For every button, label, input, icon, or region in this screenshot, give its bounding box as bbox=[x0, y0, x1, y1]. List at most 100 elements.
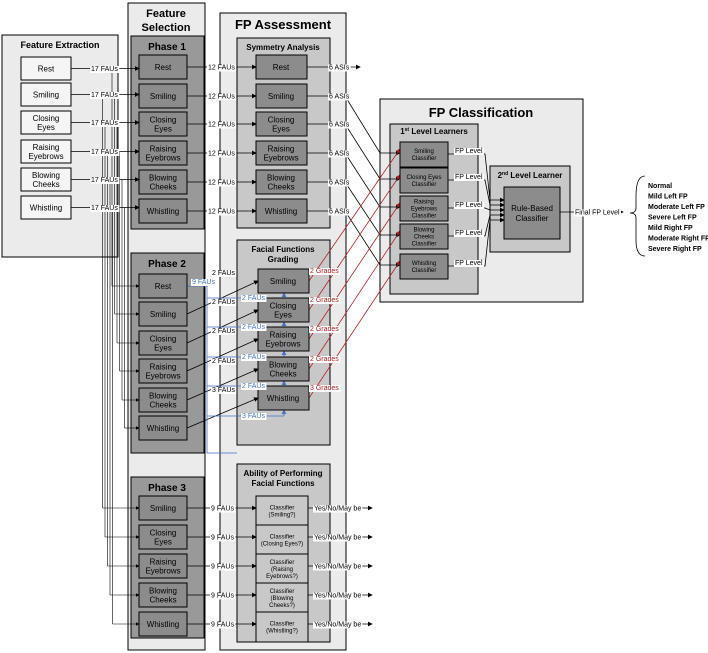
label-p1-sym-6: 12 FAUs bbox=[208, 209, 235, 216]
wire-grading-learner-2 bbox=[308, 174, 401, 311]
wire-grading-learner-5 bbox=[308, 260, 401, 399]
phase2-node-2-label-line-1: Smiling bbox=[150, 310, 176, 319]
phase1-node-2 bbox=[138, 83, 188, 109]
extraction-node-5-label-line-2: Cheeks bbox=[32, 180, 59, 189]
phase1-node-4 bbox=[138, 140, 188, 166]
label-p2-grading-4-bg bbox=[211, 358, 237, 365]
symmetry-analysis-title: Symmetry Analysis bbox=[246, 43, 320, 52]
fp-level-4: Severe Left FP bbox=[648, 215, 697, 222]
label-blue-3-bg bbox=[241, 354, 267, 361]
learner-node-1-label-line-1: Smiling bbox=[414, 149, 434, 155]
first-level-learners-title: 1st Level Learners bbox=[400, 127, 468, 136]
label-p2-grading-5: 3 FAUs bbox=[212, 387, 235, 394]
label-grading-4: 2 Grades bbox=[310, 356, 339, 363]
wire-p2-grading-3 bbox=[186, 338, 259, 372]
grading-node-4-label-line-2: Cheeks bbox=[269, 369, 296, 378]
phase2-node-4-label-line-1: Raising bbox=[150, 362, 177, 371]
phase3-node-3-label-line-2: Eyebrows bbox=[145, 566, 180, 575]
phase3-node-2-label-line-2: Eyes bbox=[154, 537, 172, 546]
learner-node-3-label-line-1: Raising bbox=[414, 200, 434, 206]
fp-levels-brace bbox=[629, 175, 646, 257]
label-grading-1-bg bbox=[309, 268, 341, 275]
learner-node-4 bbox=[399, 223, 449, 250]
phase3-node-4 bbox=[138, 582, 188, 608]
wire-p2-grading-5 bbox=[186, 397, 259, 429]
ability-node-3-label-line-3: Eyebrows?) bbox=[266, 574, 298, 580]
label-p2-grading-4: 2 FAUs bbox=[212, 358, 235, 365]
phase1-node-3-label-line-2: Eyes bbox=[154, 124, 172, 133]
phase1-node-1 bbox=[138, 54, 188, 80]
label-p3-ability-3-bg bbox=[210, 563, 236, 571]
symmetry-node-3-label-line-2: Eyes bbox=[272, 124, 290, 133]
symmetry-node-3-label-line-1: Closing bbox=[268, 115, 295, 124]
label-fp-level-3-bg bbox=[454, 202, 484, 209]
phase1-node-4-label-line-2: Eyebrows bbox=[145, 153, 180, 162]
phase1-node-4-label-line-1: Raising bbox=[150, 144, 177, 153]
label-ext-p1-6: 17 FAUs bbox=[91, 205, 118, 212]
grading-node-2-label-line-1: Closing bbox=[270, 301, 297, 310]
label-ability-out-2: Yes/No/May be bbox=[314, 535, 361, 542]
learner-node-1 bbox=[399, 141, 449, 168]
label-blue-1: 2 FAUs bbox=[242, 295, 265, 302]
label-p1-sym-6-bg bbox=[207, 208, 237, 216]
wire-grading-learner-1 bbox=[308, 148, 401, 282]
phase1-node-5-label-line-1: Blowing bbox=[149, 173, 177, 182]
label-sym-out-1: 6 ASIs bbox=[329, 65, 350, 72]
label-ext-p1-3-bg bbox=[90, 120, 120, 127]
phase2-node-6 bbox=[138, 415, 188, 441]
extraction-node-4 bbox=[20, 139, 72, 164]
label-blue-5: 3 FAUs bbox=[242, 413, 265, 420]
learner-node-4-label-line-2: Cheeks bbox=[414, 235, 434, 241]
label-p2-grading-3: 2 FAUs bbox=[212, 328, 235, 335]
fp-level-7: Severe Right FP bbox=[648, 246, 702, 253]
label-fp-level-5-bg bbox=[454, 260, 484, 267]
symmetry-node-4-label-line-2: Eyebrows bbox=[263, 153, 298, 162]
learner-node-2-label-line-2: Classifier bbox=[412, 182, 437, 188]
learner-node-3-label-line-3: Classifier bbox=[412, 214, 437, 220]
label-p1-sym-1: 12 FAUs bbox=[208, 65, 235, 72]
grading-node-2 bbox=[257, 297, 310, 323]
phase3-title: Phase 3 bbox=[148, 483, 186, 494]
label-p3-ability-5-bg bbox=[210, 621, 236, 629]
symmetry-node-4-label-line-1: Raising bbox=[268, 144, 295, 153]
label-sym-out-2-bg bbox=[328, 93, 351, 101]
phase2-node-3 bbox=[138, 330, 188, 356]
label-sym-out-6-bg bbox=[328, 208, 351, 216]
ability-node-5-label-line-1: Classifier bbox=[270, 622, 295, 628]
wire-sym-learner-1 bbox=[307, 95, 401, 156]
phase2-node-3-label-line-1: Closing bbox=[150, 334, 177, 343]
label-p2-rest-9faus-bg bbox=[191, 279, 217, 286]
feature-extraction-title: Feature Extraction bbox=[20, 40, 99, 50]
extraction-node-6 bbox=[20, 195, 72, 220]
ability-node-4 bbox=[255, 582, 309, 614]
learner-node-3 bbox=[399, 195, 449, 222]
grading-node-5-label-line-1: Whistling bbox=[267, 394, 299, 403]
feature-selection-title-line-1: Feature bbox=[146, 8, 186, 20]
wire-sym-learner-2 bbox=[307, 123, 401, 182]
label-ability-out-3-bg bbox=[313, 563, 363, 571]
label-p1-sym-1-bg bbox=[207, 64, 237, 72]
fp-level-3: Moderate Left FP bbox=[648, 204, 705, 211]
label-ext-p1-5-bg bbox=[90, 177, 120, 184]
wire-p2-grading-2 bbox=[186, 309, 259, 344]
label-ability-out-2-bg bbox=[313, 534, 363, 542]
phase2-node-1-label-line-1: Rest bbox=[155, 282, 172, 291]
label-grading-2-bg bbox=[309, 297, 341, 304]
fp-level-6: Moderate Right FP bbox=[648, 236, 708, 243]
phase1-title: Phase 1 bbox=[148, 42, 186, 53]
label-p3-ability-5: 9 FAUs bbox=[211, 622, 234, 629]
label-blue-5-bg bbox=[241, 413, 267, 420]
phase2-node-5-label-line-1: Blowing bbox=[149, 391, 177, 400]
extraction-node-1-label-line-1: Rest bbox=[38, 64, 55, 73]
label-ability-out-1-bg bbox=[313, 505, 363, 513]
label-ext-p1-6-bg bbox=[90, 205, 120, 212]
label-p1-sym-4: 12 FAUs bbox=[208, 151, 235, 158]
ability-node-5-label-line-2: (Whistling?) bbox=[266, 629, 298, 635]
label-sym-out-4-bg bbox=[328, 150, 351, 158]
label-ext-p1-1-bg bbox=[90, 66, 120, 73]
phase1-node-5-label-line-2: Cheeks bbox=[149, 182, 176, 191]
feature-selection-title-line-2: Selection bbox=[142, 22, 191, 34]
learner-node-3-label-line-2: Eyebrows bbox=[411, 207, 437, 213]
phase2-node-1 bbox=[138, 273, 188, 299]
